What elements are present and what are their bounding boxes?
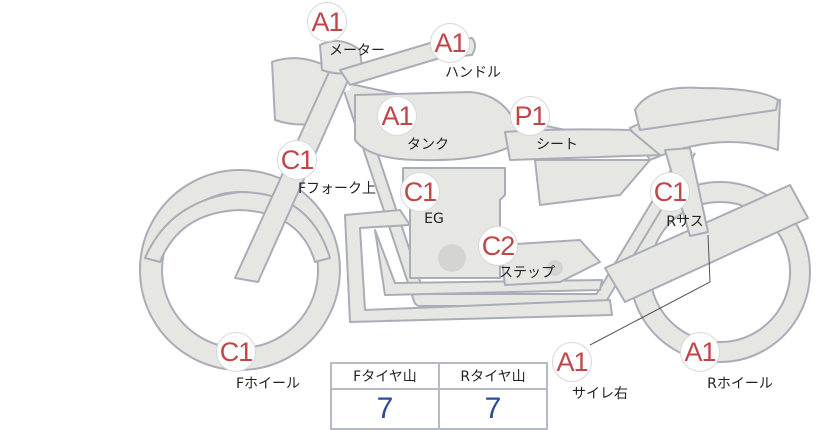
step-label: ステップ — [499, 265, 555, 281]
muffler — [604, 184, 809, 303]
front-fork-label: Fフォーク上 — [297, 181, 377, 197]
seat-grade: P1 — [510, 96, 550, 136]
rear-wheel-label: Rホイール — [707, 376, 773, 392]
seat-label: シート — [536, 137, 578, 153]
handle-label: ハンドル — [445, 65, 501, 81]
rear-suspension-grade: C1 — [650, 172, 690, 212]
rear-tire-value: 7 — [438, 388, 548, 430]
front-wheel-grade: C1 — [216, 332, 256, 372]
tank-grade: A1 — [377, 96, 417, 136]
step-grade: C2 — [478, 226, 518, 266]
engine-grade: C1 — [400, 172, 440, 212]
silencer-right-label: サイレ右 — [572, 386, 628, 402]
rear-wheel-grade: A1 — [680, 332, 720, 372]
meter-grade: A1 — [307, 2, 347, 42]
engine-label: EG — [424, 211, 444, 227]
tire-tread-table: Fタイヤ山 Rタイヤ山 7 7 — [330, 362, 548, 430]
front-wheel-label: Fホイール — [235, 376, 301, 392]
rear-suspension-label: Rサス — [666, 214, 704, 230]
front-tire-value: 7 — [330, 388, 440, 430]
tank-label: タンク — [407, 137, 449, 153]
meter-label: メーター — [329, 43, 385, 59]
rear-tire-header: Rタイヤ山 — [438, 362, 548, 390]
front-tire-header: Fタイヤ山 — [330, 362, 440, 390]
leader-line — [589, 234, 711, 346]
handle-grade: A1 — [430, 23, 470, 63]
front-fork-grade: C1 — [277, 140, 317, 180]
silencer-right-grade: A1 — [552, 342, 592, 382]
